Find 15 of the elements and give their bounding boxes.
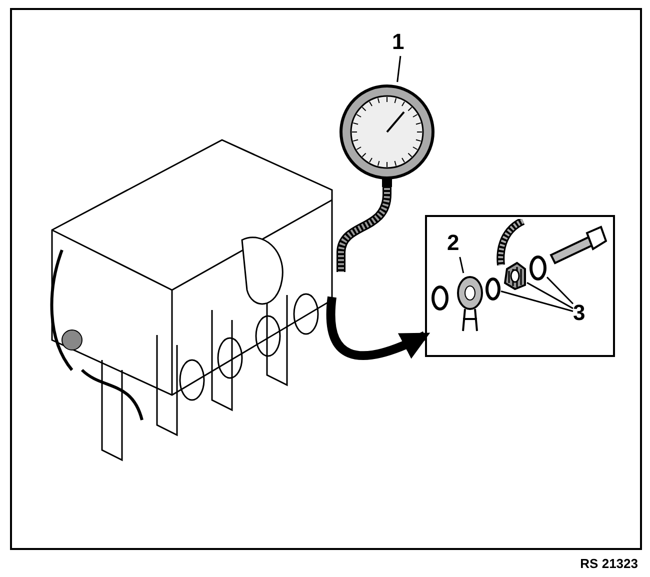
leader-line (396, 56, 402, 82)
callout-number: 3 (573, 301, 593, 327)
callout-number: 1 (392, 30, 412, 56)
leader-line (526, 282, 574, 310)
nut-drawing (503, 261, 527, 291)
inset-panel (425, 215, 615, 357)
washer-drawing (485, 277, 501, 301)
figure-code: RS 21323 (580, 556, 638, 571)
leader-line (500, 290, 574, 312)
leader-line (546, 276, 574, 304)
callout-number: 2 (447, 231, 467, 257)
pressure-gauge-drawing (336, 82, 436, 272)
washer-drawing (529, 255, 547, 281)
leader-line (459, 256, 464, 274)
curved-arrow (326, 296, 430, 360)
